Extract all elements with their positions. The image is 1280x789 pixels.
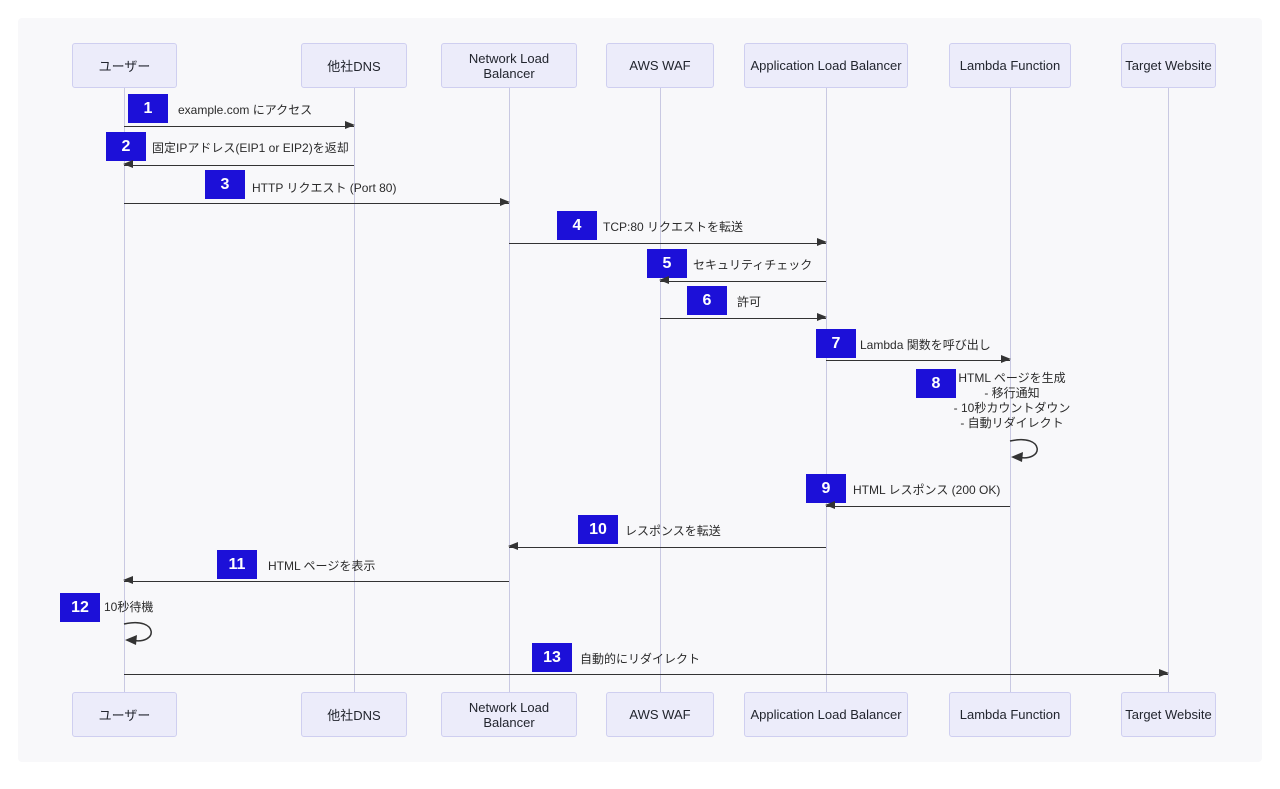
message-7-label: Lambda 関数を呼び出し [860,338,991,352]
participant-waf-top: AWS WAF [606,43,714,88]
message-1-number-badge: 1 [128,94,168,123]
message-10-arrow [508,542,826,550]
message-6-arrow [660,313,827,321]
message-7-arrow [826,355,1011,363]
message-9-label: HTML レスポンス (200 OK) [853,483,1001,497]
message-13-arrow [124,669,1169,677]
message-3-number-badge: 3 [205,170,245,199]
message-5-arrow [659,276,826,284]
message-7-number-badge: 7 [816,329,856,358]
message-3-arrow [124,198,510,206]
participant-alb-bottom: Application Load Balancer [744,692,908,737]
message-1-label: example.com にアクセス [178,103,313,117]
message-10-number-badge: 10 [578,515,618,544]
lifeline-dns [354,88,355,692]
message-2-number-badge: 2 [106,132,146,161]
lifeline-lambda [1010,88,1011,692]
message-11-label: HTML ページを表示 [268,559,376,573]
message-5-number-badge: 5 [647,249,687,278]
message-11-number-badge: 11 [217,550,257,579]
participant-dns-top: 他社DNS [301,43,407,88]
lifeline-nlb [509,88,510,692]
message-12-number-badge: 12 [60,593,100,622]
message-11-arrow [123,576,509,584]
message-9-arrow [825,501,1010,509]
message-5-label: セキュリティチェック [693,258,813,272]
participant-dns-bottom: 他社DNS [301,692,407,737]
message-4-arrow [509,238,827,246]
lifeline-user [124,88,125,692]
message-13-label: 自動的にリダイレクト [580,652,701,666]
participant-target-bottom: Target Website [1121,692,1216,737]
participant-alb-top: Application Load Balancer [744,43,908,88]
lifeline-target [1168,88,1169,692]
message-6-label: 許可 [737,295,762,309]
participant-nlb-bottom: Network Load Balancer [441,692,577,737]
message-2-arrow [123,160,354,168]
participant-lambda-bottom: Lambda Function [949,692,1071,737]
participant-nlb-top: Network Load Balancer [441,43,577,88]
participant-lambda-top: Lambda Function [949,43,1071,88]
message-8-self-loop-arrow [1009,438,1038,462]
message-9-number-badge: 9 [806,474,846,503]
lifeline-alb [826,88,827,692]
lifeline-waf [660,88,661,692]
message-12-label: 10秒待機 [104,600,154,614]
participant-user-bottom: ユーザー [72,692,177,737]
diagram-panel [18,18,1262,762]
message-8-label: HTML ページを生成 - 移行通知 - 10秒カウントダウン - 自動リダイレ… [953,371,1071,430]
message-8-number-badge: 8 [916,369,956,398]
message-13-number-badge: 13 [532,643,572,672]
message-4-number-badge: 4 [557,211,597,240]
message-1-arrow [124,121,355,129]
message-10-label: レスポンスを転送 [625,524,721,538]
message-3-label: HTTP リクエスト (Port 80) [252,181,397,195]
participant-waf-bottom: AWS WAF [606,692,714,737]
message-4-label: TCP:80 リクエストを転送 [603,220,744,234]
participant-target-top: Target Website [1121,43,1216,88]
participant-user-top: ユーザー [72,43,177,88]
message-2-label: 固定IPアドレス(EIP1 or EIP2)を返却 [152,141,349,155]
message-6-number-badge: 6 [687,286,727,315]
message-12-self-loop-arrow [123,621,152,645]
